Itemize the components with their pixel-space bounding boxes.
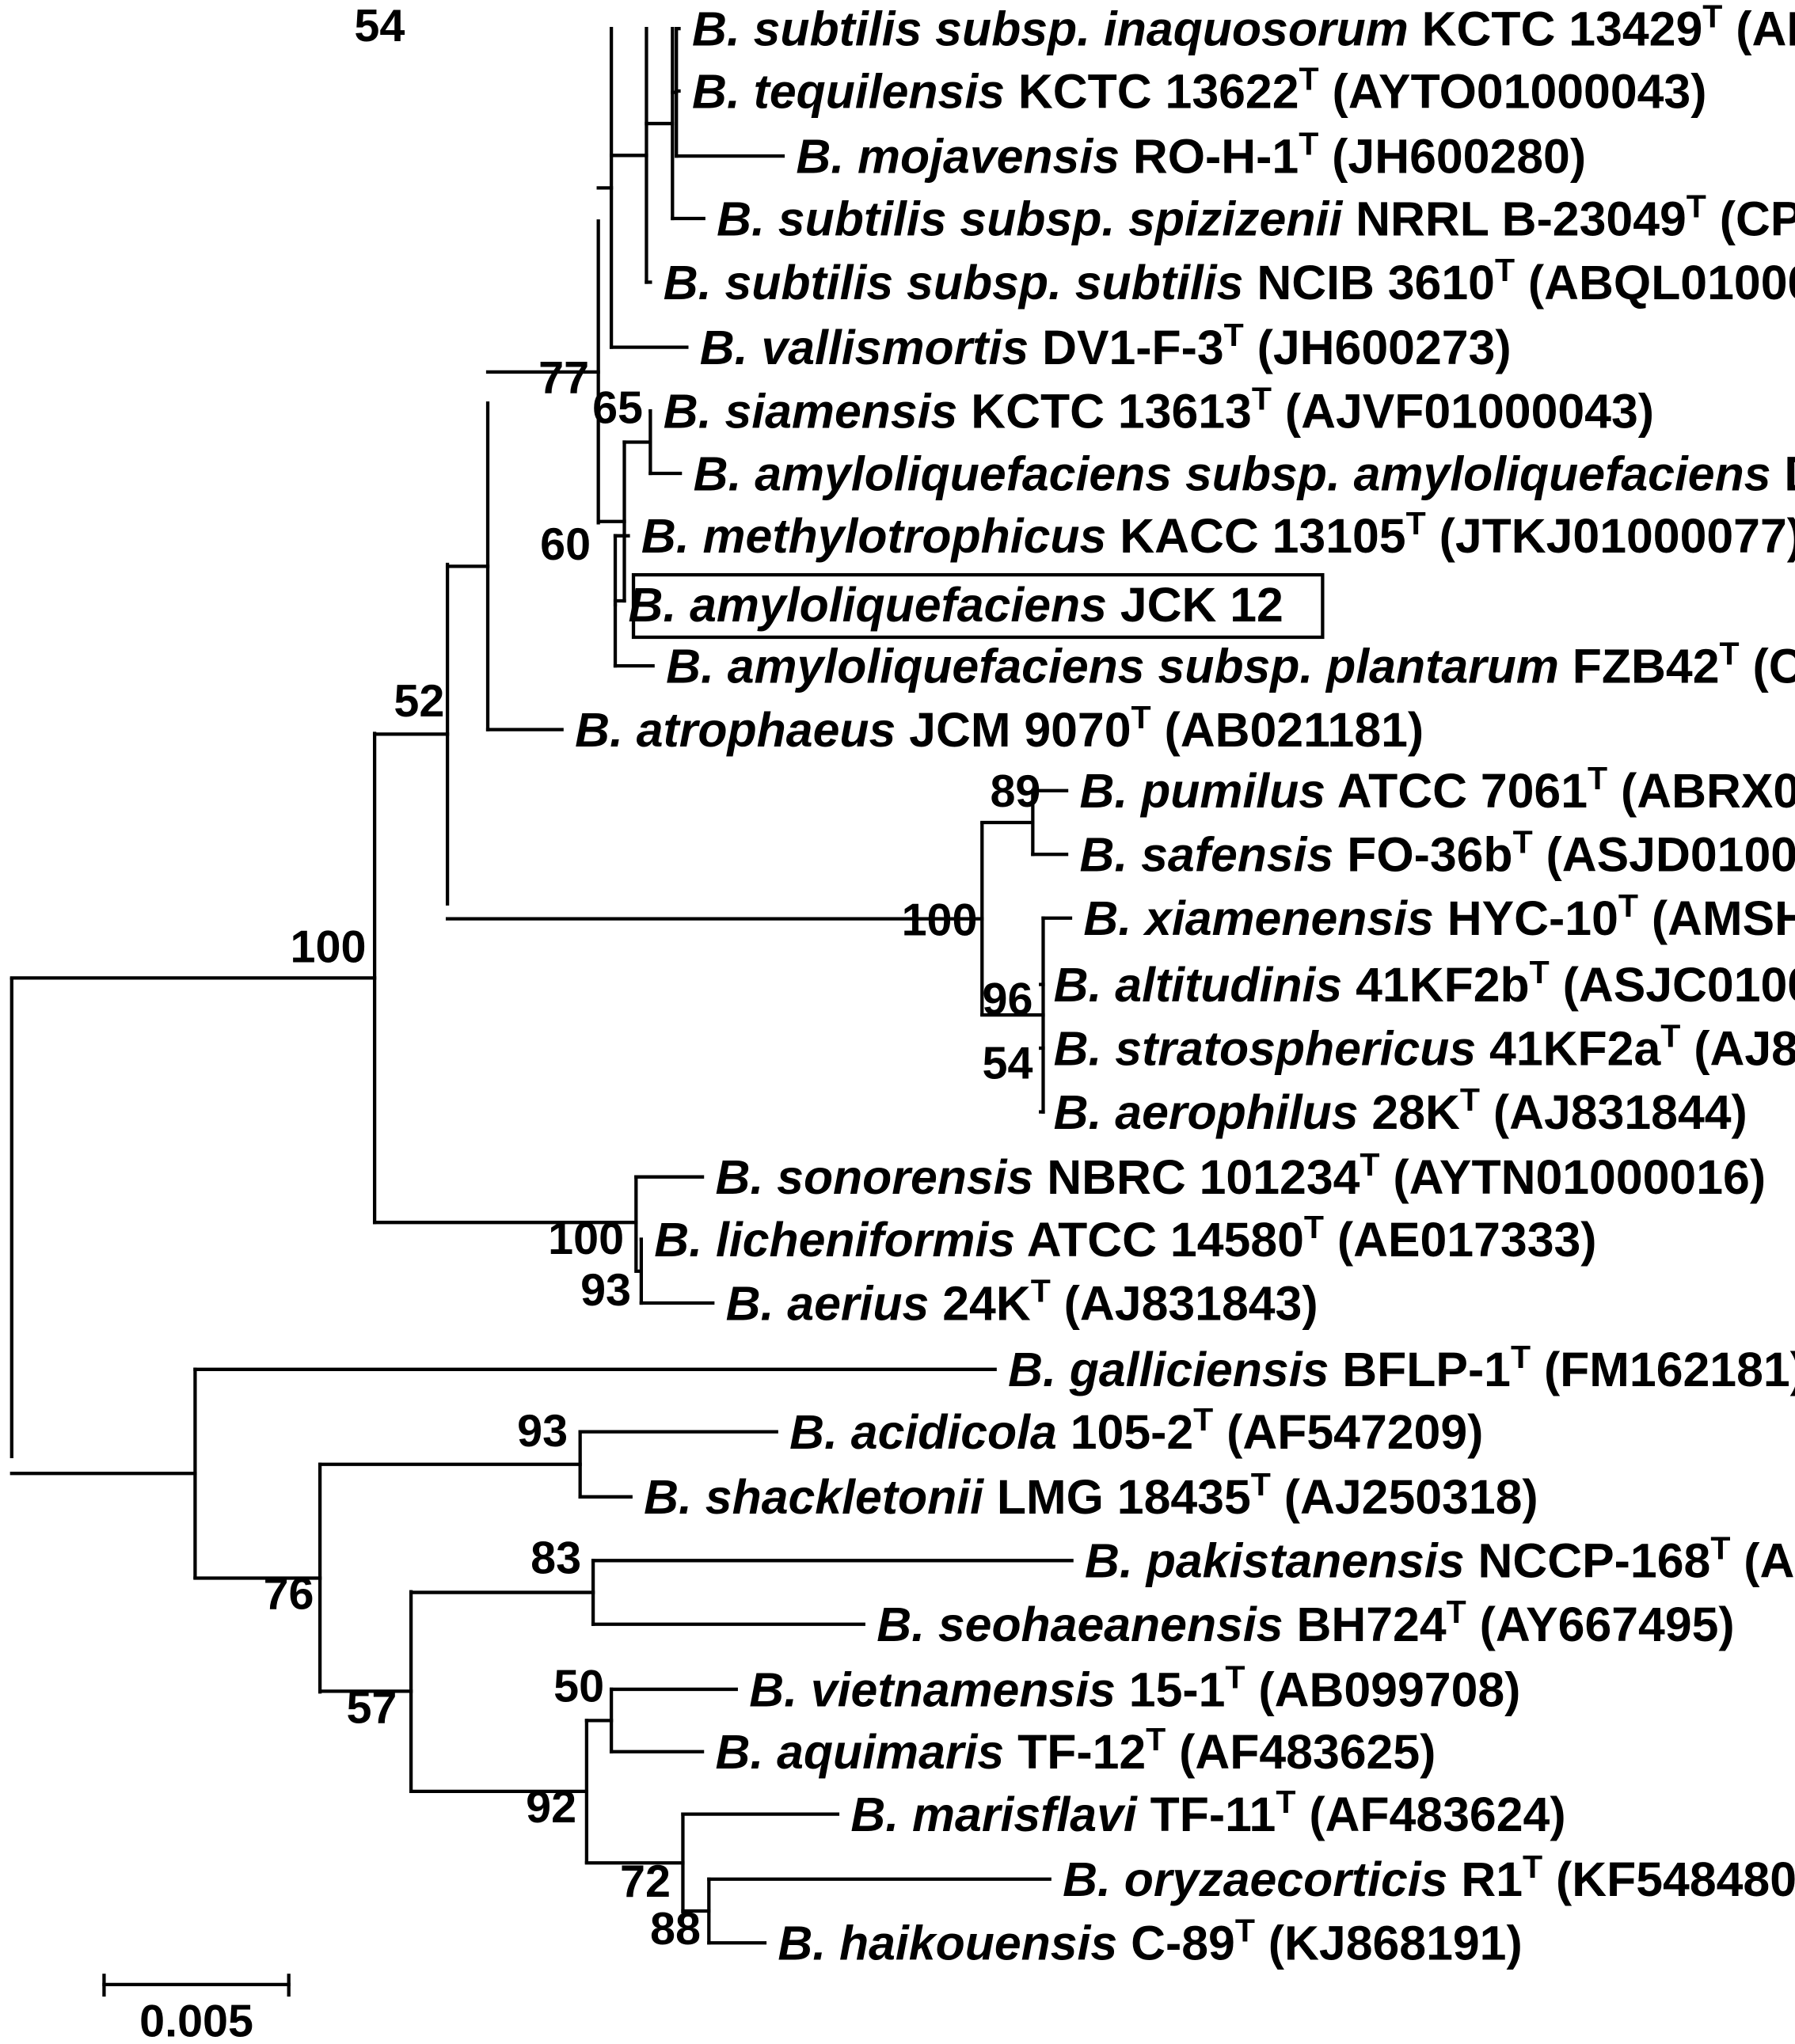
bootstrap-value: 57 (346, 1682, 397, 1733)
taxon-label: B. safensis FO-36bT (ASJD01000027) (1079, 824, 1795, 882)
bootstrap-value: 52 (394, 676, 444, 727)
bootstrap-value: 60 (540, 519, 591, 570)
taxon-label: B. haikouensis C-89T (KJ868191) (778, 1913, 1522, 1970)
taxon-label: B. sonorensis NBRC 101234T (AYTN01000016… (716, 1146, 1766, 1204)
taxon-label: B. amyloliquefaciens subsp. plantarum FZ… (666, 635, 1795, 693)
taxon-label: B. marisflavi TF-11T (AF483624) (850, 1784, 1565, 1841)
taxon-label: B. tequilensis KCTC 13622T (AYTO01000043… (692, 60, 1707, 118)
taxon-label: B. aerophilus 28KT (AJ831844) (1054, 1081, 1747, 1139)
bootstrap-value: 96 (982, 974, 1033, 1024)
bootstrap-value: 65 (592, 382, 643, 433)
taxon-label: B. seohaeanensis BH724T (AY667495) (877, 1594, 1734, 1651)
highlight-box (631, 572, 1325, 640)
taxon-label: B. oryzaecorticis R1T (KF548480) (1063, 1848, 1795, 1906)
taxon-label: B. atrophaeus JCM 9070T (AB021181) (575, 699, 1424, 757)
scale-bar: 0.005 (102, 1974, 291, 2044)
taxon-label: B. licheniformis ATCC 14580T (AE017333) (654, 1209, 1596, 1267)
taxon-label: B. methylotrophicus KACC 13105T (JTKJ010… (641, 505, 1795, 563)
bootstrap-value: 92 (526, 1782, 576, 1833)
bootstrap-value: 72 (620, 1856, 671, 1907)
taxon-label: B. subtilis subsp. spizizenii NRRL B-230… (717, 188, 1795, 245)
bootstrap-value: 76 (264, 1569, 314, 1620)
taxon-label: B. siamensis KCTC 13613T (AJVF01000043) (664, 380, 1654, 438)
tree-branches (10, 27, 1074, 1945)
bootstrap-value: 54 (982, 1038, 1033, 1088)
taxon-label: B. pumilus ATCC 7061T (ABRX01000007) (1079, 760, 1795, 818)
taxon-label: B. stratosphericus 41KF2aT (AJ831841) (1054, 1017, 1795, 1075)
taxon-label: B. subtilis subsp. subtilis NCIB 3610T (… (664, 252, 1795, 310)
taxon-labels: B. subtilis subsp. inaquosorum KCTC 1342… (575, 0, 1795, 1970)
taxon-label: B. vallismortis DV1-F-3T (JH600273) (700, 317, 1512, 374)
bootstrap-value: 54 (354, 1, 405, 51)
taxon-label: B. amyloliquefaciens subsp. amyloliquefa… (694, 443, 1795, 500)
bootstrap-value: 100 (902, 895, 978, 946)
bootstrap-value: 50 (553, 1661, 604, 1712)
bootstrap-value: 77 (538, 352, 589, 403)
taxon-label: B. shackletonii LMG 18435T (AJ250318) (644, 1466, 1538, 1524)
bootstrap-value: 100 (291, 922, 367, 973)
taxon-label: B. subtilis subsp. inaquosorum KCTC 1342… (692, 0, 1795, 55)
bootstrap-value: 100 (548, 1214, 624, 1264)
bootstrap-value: 83 (531, 1533, 581, 1584)
taxon-label: B. aquimaris TF-12T (AF483625) (716, 1721, 1436, 1779)
taxon-label: B. pakistanensis NCCP-168T (AB618147) (1085, 1530, 1795, 1588)
taxon-label: B. acidicola 105-2T (AF547209) (789, 1401, 1483, 1459)
bootstrap-value: 89 (990, 766, 1040, 817)
taxon-label: B. aerius 24KT (AJ831843) (726, 1272, 1318, 1330)
bootstrap-value: 88 (650, 1904, 701, 1955)
scale-bar-label: 0.005 (139, 1997, 253, 2044)
bootstrap-value: 93 (580, 1265, 631, 1316)
taxon-label: B. vietnamensis 15-1T (AB099708) (749, 1658, 1520, 1716)
taxon-label: B. amyloliquefaciens JCK 12 (628, 578, 1283, 632)
taxon-label: B. xiamenensis HYC-10T (AMSH01000114) (1083, 887, 1795, 945)
bootstrap-value: 93 (517, 1406, 568, 1457)
taxon-label: B. galliciensis BFLP-1T (FM162181) (1008, 1339, 1795, 1396)
taxon-label: B. mojavensis RO-H-1T (JH600280) (796, 125, 1586, 183)
taxon-label: B. altitudinis 41KF2bT (ASJC01000029) (1054, 954, 1795, 1012)
